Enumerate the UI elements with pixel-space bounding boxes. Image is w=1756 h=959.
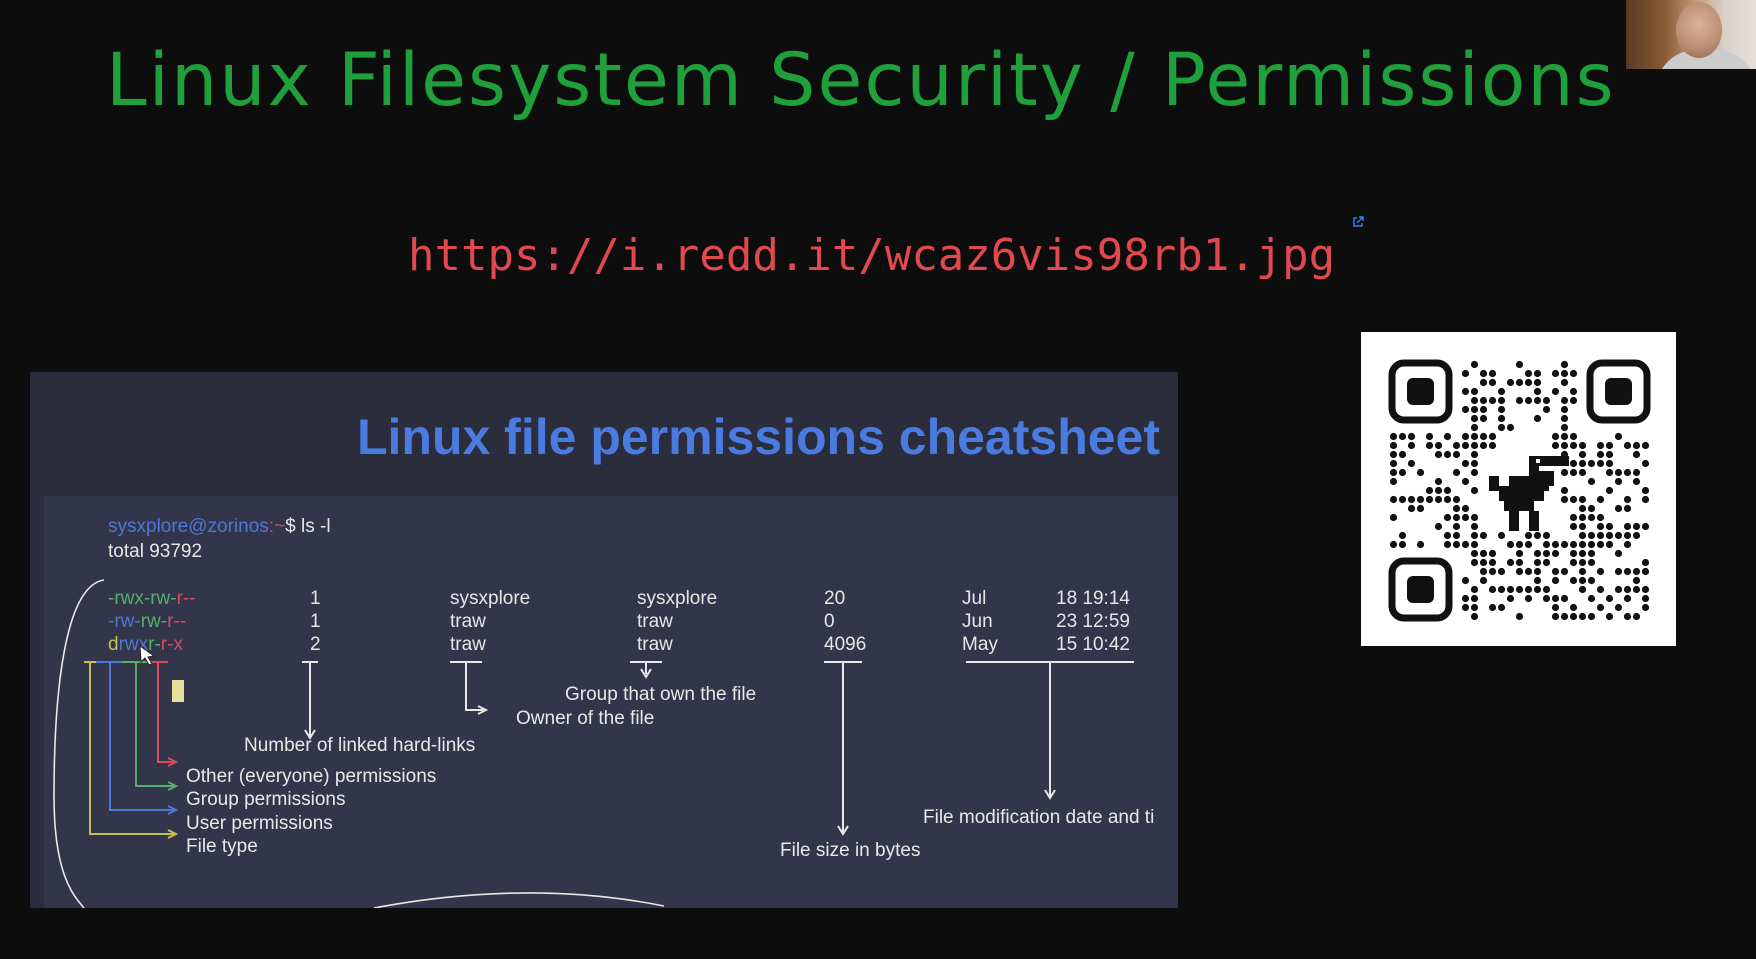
qr-finder-pattern — [1586, 359, 1651, 424]
source-url[interactable]: https://i.redd.it/wcaz6vis98rb1.jpg — [408, 230, 1336, 281]
row-3-links: 2 — [310, 634, 321, 655]
cheatsheet-image: Linux file permissions cheatsheet sysxpl… — [30, 372, 1178, 908]
row-3-owner: traw — [450, 634, 486, 655]
terminal-panel: sysxplore@zorinos:~$ ls -l total 93792 -… — [44, 496, 1178, 908]
total-line: total 93792 — [108, 541, 203, 562]
row-2-owner: traw — [450, 611, 486, 632]
row-3-size: 4096 — [824, 634, 867, 655]
row-3-group: traw — [637, 634, 673, 655]
label-file-size: File size in bytes — [780, 840, 921, 861]
cursor-icon — [138, 644, 160, 666]
row-1-size: 20 — [824, 588, 846, 609]
row-2-perm: -rw-rw-r-- — [108, 611, 187, 632]
external-link-icon[interactable] — [1352, 216, 1364, 228]
cheatsheet-title: Linux file permissions cheatsheet — [356, 409, 1160, 465]
row-1-links: 1 — [310, 588, 321, 609]
webcam-feed — [1626, 0, 1756, 69]
label-file-type: File type — [186, 836, 258, 857]
prompt-user-host: sysxplore@zorinos — [108, 516, 269, 537]
slide-title: Linux Filesystem Security / Permissions — [106, 38, 1616, 123]
qr-finder-pattern — [1388, 359, 1453, 424]
label-other-perms: Other (everyone) permissions — [186, 766, 437, 787]
label-hard-links: Number of linked hard-links — [244, 735, 476, 756]
label-user-perms: User permissions — [186, 813, 333, 834]
row-1-perm: -rwx-rw-r-- — [108, 588, 196, 609]
row-3-perm: drwxr-r-x — [108, 634, 183, 655]
label-owner: Owner of the file — [516, 708, 655, 729]
label-group-owner: Group that own the file — [565, 684, 757, 705]
qr-code — [1361, 332, 1676, 646]
row-3-month: May — [962, 634, 998, 655]
row-3-time: 15 10:42 — [1056, 634, 1130, 655]
row-1-group: sysxplore — [637, 588, 718, 609]
annotation-lines — [53, 579, 1134, 908]
prompt-command: $ ls -l — [285, 516, 331, 537]
row-2-month: Jun — [962, 611, 993, 632]
label-group-perms: Group permissions — [186, 789, 346, 810]
qr-finder-pattern — [1388, 557, 1453, 622]
row-1-time: 18 19:14 — [1056, 588, 1130, 609]
row-2-size: 0 — [824, 611, 835, 632]
row-1-owner: sysxplore — [450, 588, 531, 609]
terminal-prompt: sysxplore@zorinos:~$ ls -l — [108, 516, 331, 538]
label-mod-date: File modification date and ti — [923, 807, 1155, 828]
dinosaur-icon — [1489, 456, 1569, 531]
row-2-links: 1 — [310, 611, 321, 632]
row-2-group: traw — [637, 611, 673, 632]
prompt-path: :~ — [268, 516, 286, 537]
row-1-month: Jul — [962, 588, 987, 609]
row-2-time: 23 12:59 — [1056, 611, 1130, 632]
